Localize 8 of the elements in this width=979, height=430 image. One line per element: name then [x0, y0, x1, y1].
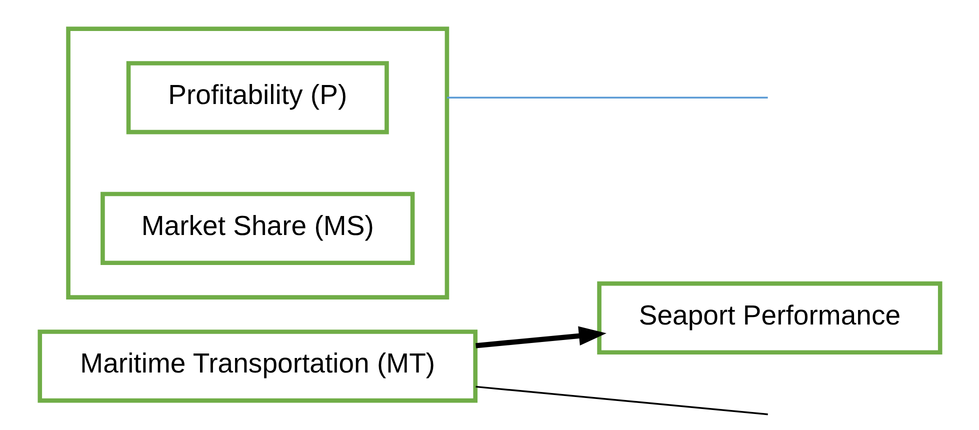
cluster [66, 26, 449, 300]
node-box: Profitability (P) [126, 61, 388, 134]
connector [446, 96, 768, 98]
connector [475, 386, 768, 416]
node-box: Maritime Transportation (MT) [37, 330, 478, 403]
node-box: Seaport Performance [596, 281, 942, 355]
arrow [475, 326, 606, 348]
node-box: Market Share (MS) [100, 192, 414, 266]
